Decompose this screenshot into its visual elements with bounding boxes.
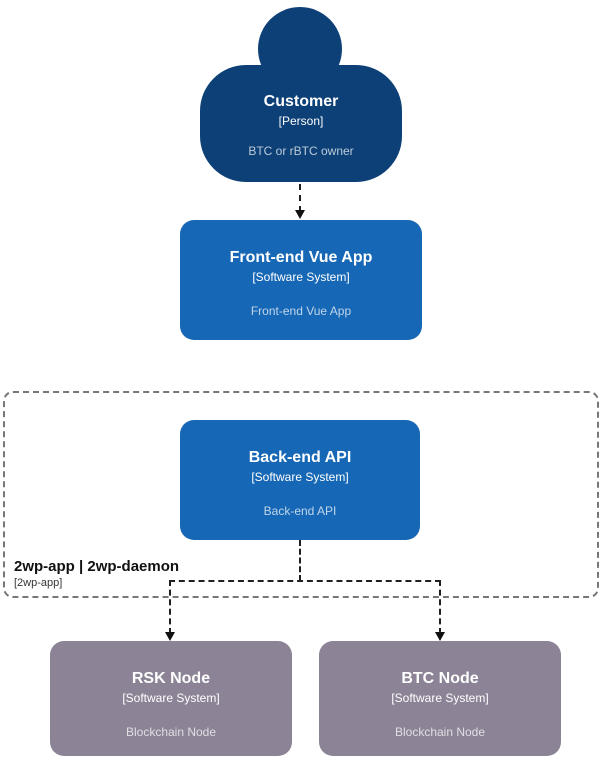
- node-customer: Customer [Person] BTC or rBTC owner: [200, 65, 402, 182]
- connector-backend-rsk: [169, 580, 171, 634]
- node-backend-api: Back-end API [Software System] Back-end …: [180, 420, 420, 540]
- boundary-labels: 2wp-app | 2wp-daemon [2wp-app]: [14, 558, 179, 589]
- node-frontend-subtitle: [Software System]: [252, 270, 350, 285]
- node-frontend-vue-app: Front-end Vue App [Software System] Fron…: [180, 220, 422, 340]
- boundary-2wp-app: 2wp-app | 2wp-daemon [2wp-app]: [3, 391, 599, 598]
- connector-backend-btc: [439, 580, 441, 634]
- arrowhead-down-icon: [165, 632, 175, 641]
- connector-customer-frontend: [299, 184, 301, 212]
- connector-backend-stem: [299, 540, 301, 581]
- node-backend-title: Back-end API: [248, 449, 352, 466]
- node-btc-title: BTC Node: [401, 670, 479, 687]
- node-btc: BTC Node [Software System] Blockchain No…: [319, 641, 561, 756]
- node-customer-subtitle: [Person]: [278, 114, 324, 129]
- node-rsk-description: Blockchain Node: [125, 725, 217, 740]
- boundary-label: 2wp-app | 2wp-daemon: [14, 558, 180, 575]
- node-rsk-title: RSK Node: [131, 670, 211, 687]
- node-frontend-title: Front-end Vue App: [229, 249, 373, 266]
- node-backend-subtitle: [Software System]: [251, 470, 349, 485]
- node-frontend-description: Front-end Vue App: [250, 304, 352, 319]
- node-btc-subtitle: [Software System]: [391, 691, 489, 706]
- node-customer-title: Customer: [263, 93, 339, 110]
- arrowhead-down-icon: [435, 632, 445, 641]
- boundary-sublabel: [2wp-app]: [14, 577, 63, 589]
- arrowhead-down-icon: [295, 210, 305, 219]
- node-customer-description: BTC or rBTC owner: [248, 144, 354, 159]
- node-rsk-subtitle: [Software System]: [122, 691, 220, 706]
- node-backend-description: Back-end API: [263, 504, 337, 519]
- node-btc-description: Blockchain Node: [394, 725, 486, 740]
- connector-backend-branch: [169, 580, 441, 582]
- node-rsk: RSK Node [Software System] Blockchain No…: [50, 641, 292, 756]
